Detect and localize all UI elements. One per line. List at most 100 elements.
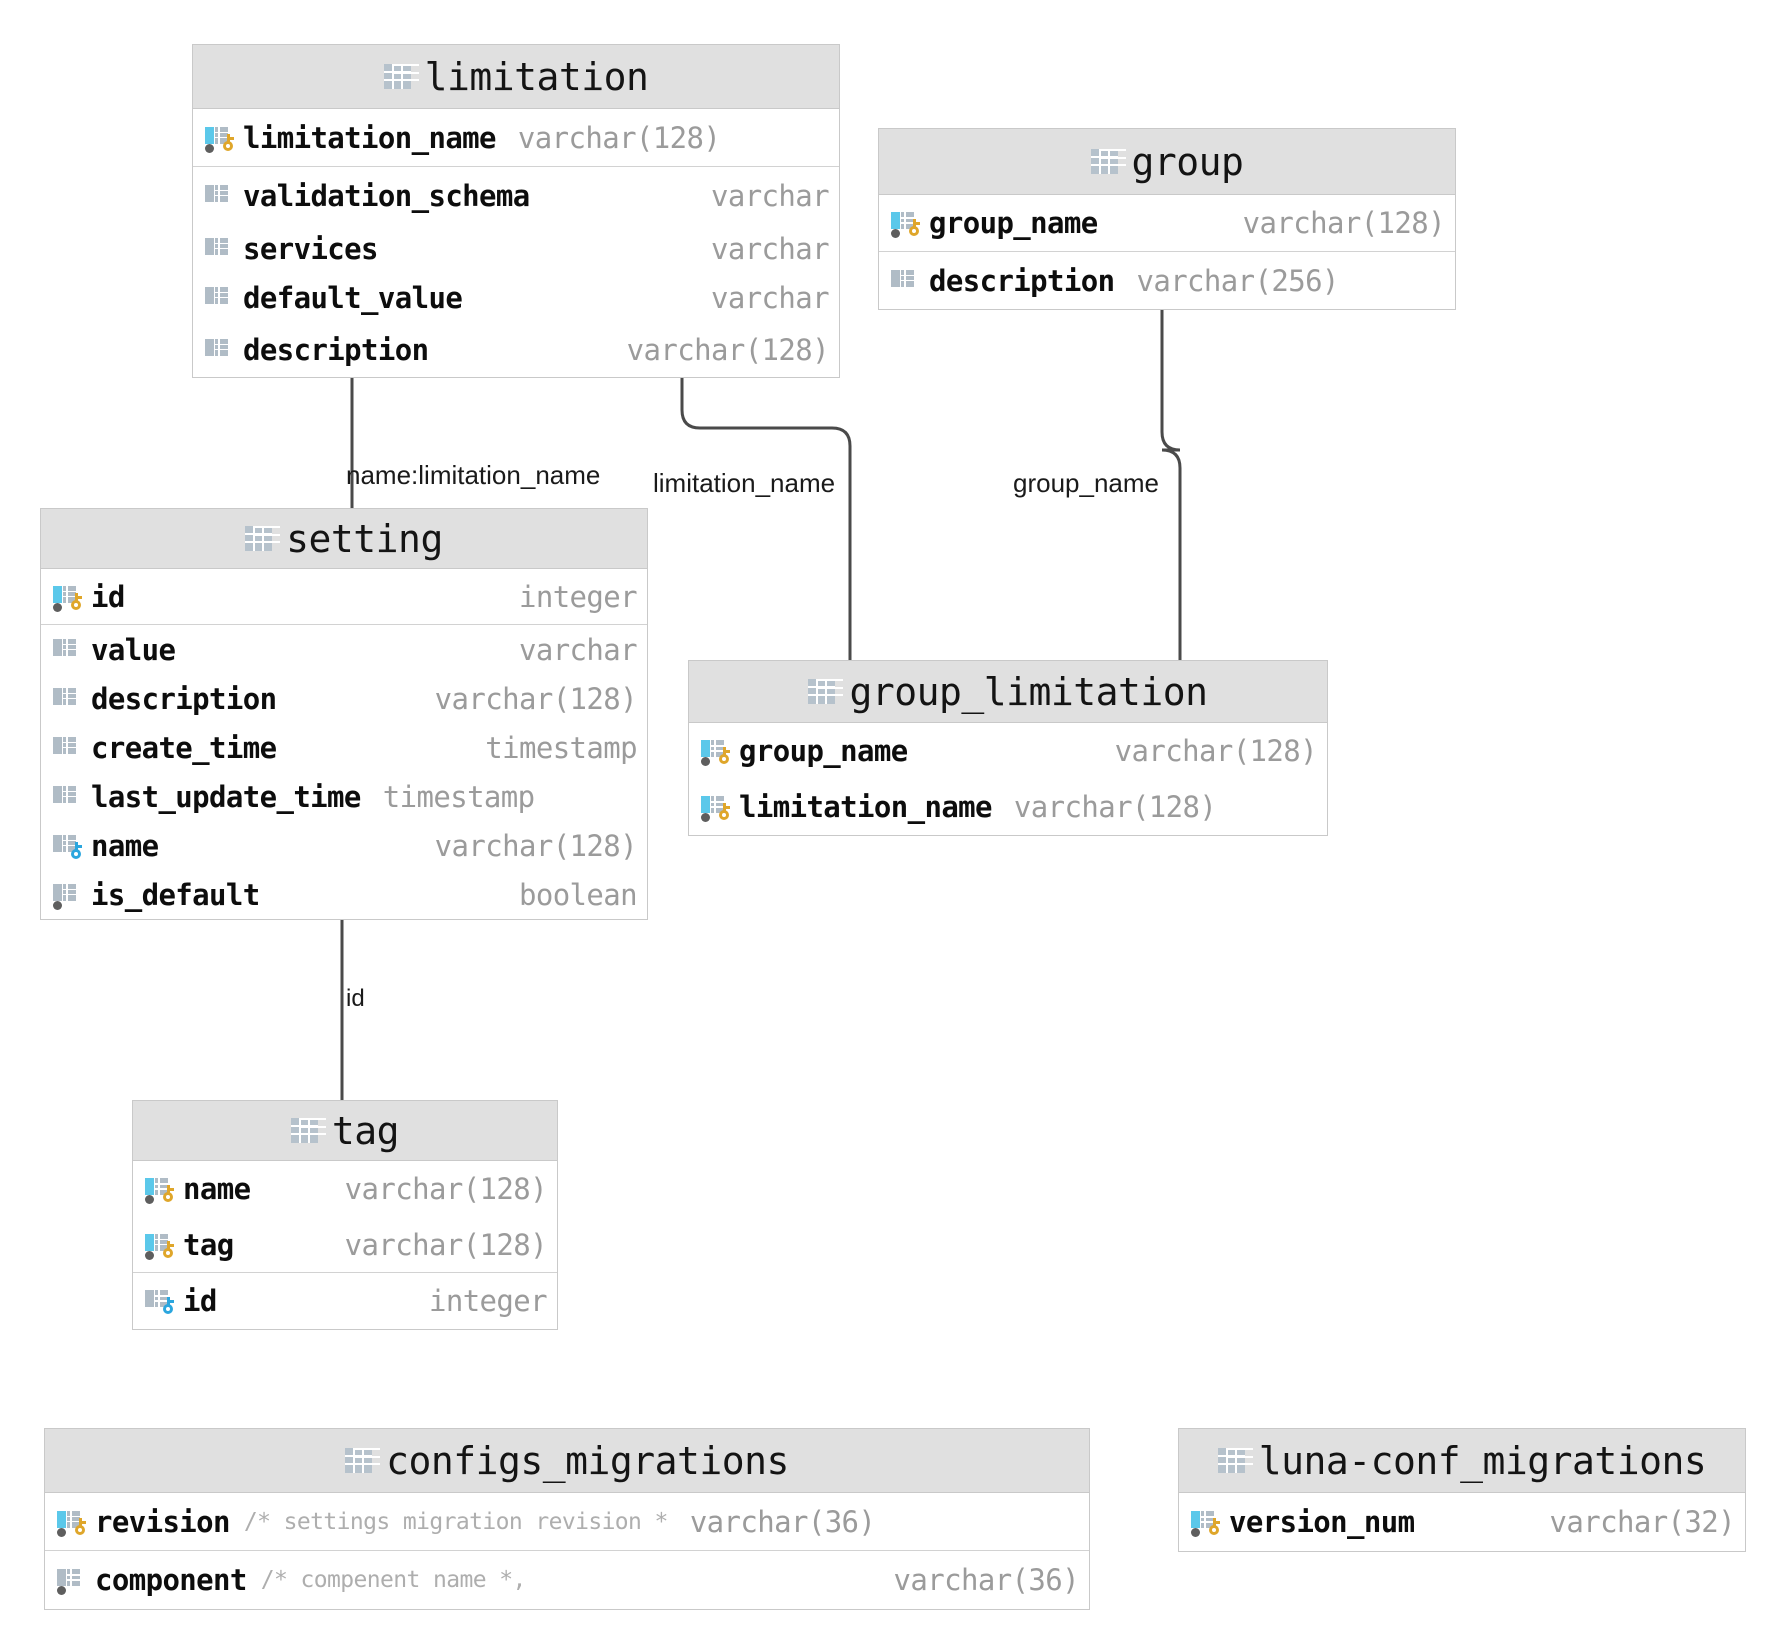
column-icon bbox=[205, 335, 237, 365]
table-row[interactable]: last_update_time timestamp bbox=[41, 772, 647, 821]
table-row[interactable]: version_num varchar(32) bbox=[1179, 1493, 1745, 1551]
entity-title: tag bbox=[331, 1108, 400, 1153]
edge-label-grouplimitation-limitation: limitation_name bbox=[653, 468, 836, 498]
entity-title: limitation bbox=[424, 54, 649, 99]
column-comment: /* settings migration revision * bbox=[243, 1508, 668, 1535]
entity-setting[interactable]: setting id integer value varchar descrip… bbox=[40, 508, 648, 920]
table-row[interactable]: revision /* settings migration revision … bbox=[45, 1493, 1089, 1551]
column-name: is_default bbox=[91, 877, 260, 912]
entity-configs-migrations[interactable]: configs_migrations revision /* settings … bbox=[44, 1428, 1090, 1610]
table-row[interactable]: default_value varchar bbox=[193, 273, 839, 322]
unique-key-icon bbox=[145, 1286, 177, 1316]
column-type: varchar bbox=[710, 231, 830, 266]
entity-header-configs-migrations: configs_migrations bbox=[45, 1429, 1089, 1493]
primary-key-icon bbox=[145, 1230, 177, 1260]
column-type: varchar(128) bbox=[1242, 206, 1446, 240]
primary-key-icon bbox=[891, 208, 923, 238]
table-icon bbox=[245, 526, 273, 551]
column-name: create_time bbox=[91, 730, 277, 765]
column-type: varchar(128) bbox=[517, 120, 721, 155]
column-name: description bbox=[91, 681, 277, 716]
column-icon bbox=[205, 234, 237, 264]
column-type: varchar(36) bbox=[893, 1563, 1080, 1597]
edge-grouplimitation-to-group bbox=[1147, 291, 1182, 660]
column-type: varchar(32) bbox=[1549, 1505, 1736, 1539]
primary-key-icon bbox=[701, 792, 733, 822]
table-row[interactable]: description varchar(256) bbox=[879, 252, 1455, 309]
table-row[interactable]: group_name varchar(128) bbox=[689, 723, 1327, 779]
column-type: varchar bbox=[710, 178, 830, 213]
column-name: description bbox=[929, 263, 1115, 298]
column-icon bbox=[53, 733, 85, 763]
entity-header-group-limitation: group_limitation bbox=[689, 661, 1327, 723]
column-name: tag bbox=[183, 1227, 234, 1262]
primary-key-icon bbox=[1191, 1507, 1223, 1537]
column-icon bbox=[891, 266, 923, 296]
column-type: boolean bbox=[518, 877, 638, 912]
column-comment: /* compenent name *, bbox=[260, 1567, 526, 1593]
primary-key-icon bbox=[145, 1174, 177, 1204]
table-row[interactable]: create_time timestamp bbox=[41, 723, 647, 772]
column-name: name bbox=[91, 828, 159, 863]
column-name: id bbox=[183, 1284, 217, 1318]
primary-key-icon bbox=[53, 582, 85, 612]
entity-group-limitation[interactable]: group_limitation group_name varchar(128)… bbox=[688, 660, 1328, 836]
entity-limitation[interactable]: limitation limitation_name varchar(128) … bbox=[192, 44, 840, 378]
entity-header-luna-conf-migrations: luna-conf_migrations bbox=[1179, 1429, 1745, 1493]
table-row[interactable]: is_default boolean bbox=[41, 870, 647, 919]
table-row[interactable]: limitation_name varchar(128) bbox=[193, 109, 839, 167]
column-name: limitation_name bbox=[739, 790, 993, 824]
table-row[interactable]: services varchar bbox=[193, 224, 839, 273]
table-row[interactable]: validation_schema varchar bbox=[193, 167, 839, 224]
column-type: timestamp bbox=[382, 779, 535, 814]
column-icon bbox=[53, 635, 85, 665]
column-name: value bbox=[91, 632, 176, 667]
column-name: validation_schema bbox=[243, 178, 530, 213]
column-type: varchar(128) bbox=[626, 332, 830, 367]
table-icon bbox=[808, 679, 836, 704]
table-row[interactable]: name varchar(128) bbox=[41, 821, 647, 870]
table-row[interactable]: description varchar(128) bbox=[41, 674, 647, 723]
column-type: timestamp bbox=[485, 730, 637, 765]
table-row[interactable]: component /* compenent name *, varchar(3… bbox=[45, 1551, 1089, 1609]
column-icon bbox=[53, 880, 85, 910]
column-name: group_name bbox=[739, 734, 908, 768]
table-row[interactable]: id integer bbox=[133, 1273, 557, 1329]
table-row[interactable]: value varchar bbox=[41, 625, 647, 674]
column-type: varchar(128) bbox=[344, 1227, 548, 1262]
entity-title: luna-conf_migrations bbox=[1258, 1438, 1707, 1483]
entity-title: configs_migrations bbox=[386, 1438, 789, 1483]
edge-label-setting-limitation: name:limitation_name bbox=[346, 460, 601, 490]
column-type: varchar(128) bbox=[434, 828, 638, 863]
entity-tag[interactable]: tag name varchar(128) tag varchar(128) i… bbox=[132, 1100, 558, 1330]
table-icon bbox=[290, 1118, 318, 1143]
column-type: varchar(36) bbox=[689, 1504, 876, 1539]
table-row[interactable]: group_name varchar(128) bbox=[879, 195, 1455, 252]
column-type: integer bbox=[518, 579, 638, 614]
entity-title: group bbox=[1131, 139, 1244, 184]
table-row[interactable]: limitation_name varchar(128) bbox=[689, 779, 1327, 835]
column-icon bbox=[205, 181, 237, 211]
edge-label-grouplimitation-group: group_name bbox=[1013, 468, 1159, 498]
entity-header-tag: tag bbox=[133, 1101, 557, 1161]
column-name: group_name bbox=[929, 206, 1098, 240]
table-icon bbox=[345, 1448, 373, 1473]
table-row[interactable]: name varchar(128) bbox=[133, 1161, 557, 1217]
table-row[interactable]: id integer bbox=[41, 569, 647, 625]
table-row[interactable]: description varchar(128) bbox=[193, 322, 839, 377]
column-name: last_update_time bbox=[91, 779, 361, 814]
column-icon bbox=[205, 283, 237, 313]
edge-grouplimitation-to-limitation bbox=[667, 365, 852, 660]
column-icon bbox=[53, 782, 85, 812]
entity-luna-conf-migrations[interactable]: luna-conf_migrations version_num varchar… bbox=[1178, 1428, 1746, 1552]
column-type: varchar bbox=[710, 280, 830, 315]
column-name: description bbox=[243, 332, 429, 367]
entity-group[interactable]: group group_name varchar(128) descriptio… bbox=[878, 128, 1456, 310]
primary-key-icon bbox=[205, 123, 237, 153]
table-icon bbox=[1217, 1448, 1245, 1473]
column-name: limitation_name bbox=[243, 120, 497, 155]
column-name: component bbox=[95, 1563, 247, 1597]
table-row[interactable]: tag varchar(128) bbox=[133, 1217, 557, 1273]
primary-key-icon bbox=[57, 1507, 89, 1537]
entity-header-group: group bbox=[879, 129, 1455, 195]
